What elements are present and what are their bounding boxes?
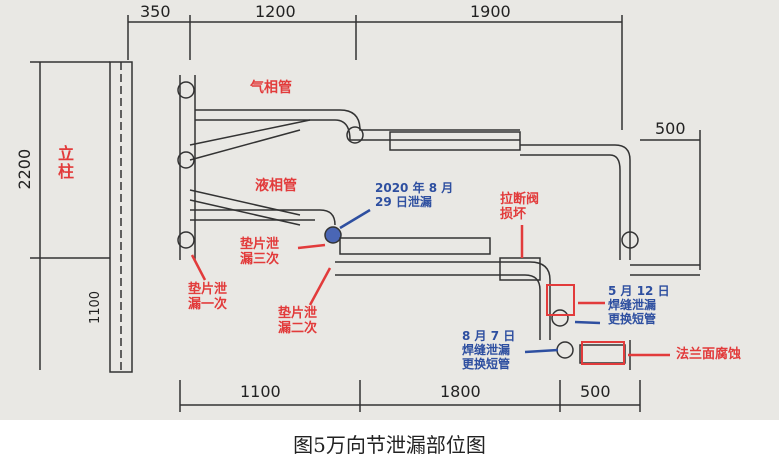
riser-column <box>109 61 133 373</box>
dim-500-right: 500 <box>655 119 686 138</box>
dimension-lines <box>30 15 701 412</box>
dim-2200: 2200 <box>15 148 35 190</box>
dim-1900: 1900 <box>470 2 511 21</box>
red-arrows <box>190 225 670 357</box>
liquid-pipe-label: 液相管 <box>255 178 297 194</box>
gas-pipe <box>177 75 700 276</box>
blue-arrows <box>339 208 601 354</box>
annotation-flange-corrosion: 法兰面腐蚀 <box>676 347 742 362</box>
dim-1100-bottom: 1100 <box>240 382 281 401</box>
pipe-drawing <box>30 15 701 412</box>
annotation-aug7: 8 月 7 日 焊缝泄漏 更换短管 <box>462 329 516 371</box>
riser-column-label: 立 柱 <box>58 144 75 182</box>
annotation-gasket-three: 垫片泄 漏三次 <box>240 237 280 267</box>
dim-500-bottom: 500 <box>580 382 611 401</box>
annotation-breakaway-valve: 拉断阀 损坏 <box>500 192 540 222</box>
dim-1800: 1800 <box>440 382 481 401</box>
figure-caption: 图5万向节泄漏部位图 <box>293 433 486 457</box>
highlight-boxes <box>546 284 625 365</box>
annotation-leak-2020: 2020 年 8 月 29 日泄漏 <box>375 181 454 209</box>
dim-1100-vertical: 1100 <box>88 290 104 325</box>
gas-pipe-label: 气相管 <box>250 80 292 96</box>
liquid-pipe <box>189 189 631 370</box>
dim-350: 350 <box>140 2 171 21</box>
annotation-may12: 5 月 12 日 焊缝泄漏 更换短管 <box>608 284 670 326</box>
dim-1200: 1200 <box>255 2 296 21</box>
diagram-photo <box>0 0 779 420</box>
annotation-gasket-two: 垫片泄 漏二次 <box>278 306 318 336</box>
annotation-gasket-one: 垫片泄 漏一次 <box>188 282 228 312</box>
